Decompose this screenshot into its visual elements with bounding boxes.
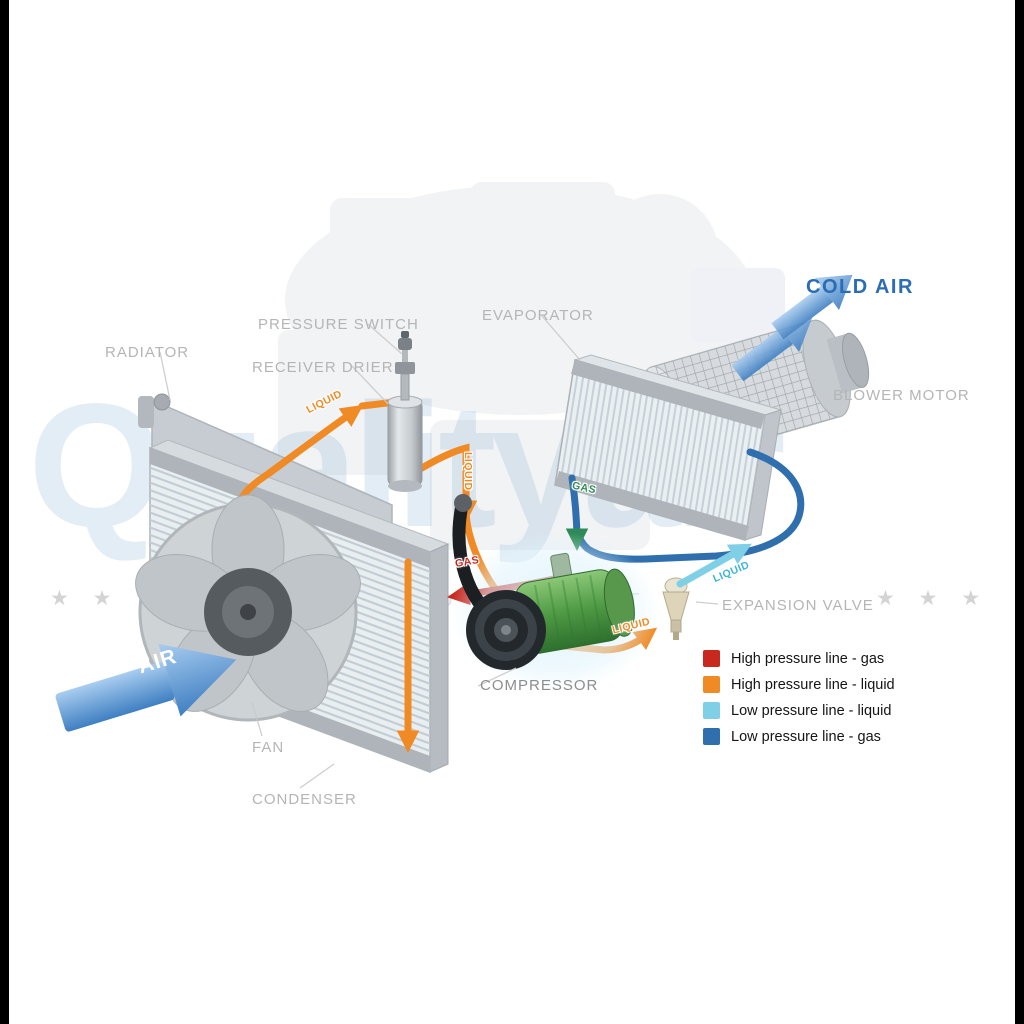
hp-gas-swatch [703,650,720,667]
expansion-valve-label: EXPANSION VALVE [722,597,874,614]
radiator-label: RADIATOR [105,344,190,361]
watermark-stars-right: ★ ★ ★ [876,587,990,610]
legend-row-hp-gas: High pressure line - gas [703,650,895,667]
compressor-graphic [450,494,660,692]
air-arrow [55,643,237,732]
hp-liquid-pipe-vertical [418,443,478,523]
receiver-drier-graphic [387,395,423,492]
pressure-switch-graphic [395,331,415,401]
evaporator-label: EVAPORATOR [482,307,594,324]
hp-gas-legend-label: High pressure line - gas [731,650,885,667]
blower-motor-label: BLOWER MOTOR [833,387,970,404]
legend: High pressure line - gas High pressure l… [703,650,895,754]
liquid-flow-label-vertical: LIQUID [462,452,474,491]
watermark-stars-left: ★ ★ ★ [50,587,164,610]
legend-row-hp-liquid: High pressure line - liquid [703,676,895,693]
lp-liquid-pipe [676,543,752,588]
label-connectors [159,315,831,789]
receiver-drier-label: RECEIVER DRIER [252,359,394,376]
condenser-label: CONDENSER [252,791,357,808]
hp-liquid-legend-label: High pressure line - liquid [731,676,895,693]
compressor-label: COMPRESSOR [480,677,599,694]
legend-row-lp-liquid: Low pressure line - liquid [703,702,895,719]
cold-air-arrows [731,274,853,382]
fan-label: FAN [252,739,285,756]
expansion-valve-graphic [662,577,690,640]
hp-liquid-swatch [703,676,720,693]
lp-liquid-swatch [703,702,720,719]
lp-gas-legend-label: Low pressure line - gas [731,728,881,745]
cold-air-label: COLD AIR [806,276,914,298]
engine-background [278,182,785,550]
left-edge-bar [0,0,9,1024]
legend-row-lp-gas: Low pressure line - gas [703,728,895,745]
evaporator-graphic [554,354,783,541]
right-edge-bar [1015,0,1024,1024]
lp-liquid-legend-label: Low pressure line - liquid [731,702,892,719]
pressure-switch-label: PRESSURE SWITCH [258,316,419,333]
lp-gas-swatch [703,728,720,745]
